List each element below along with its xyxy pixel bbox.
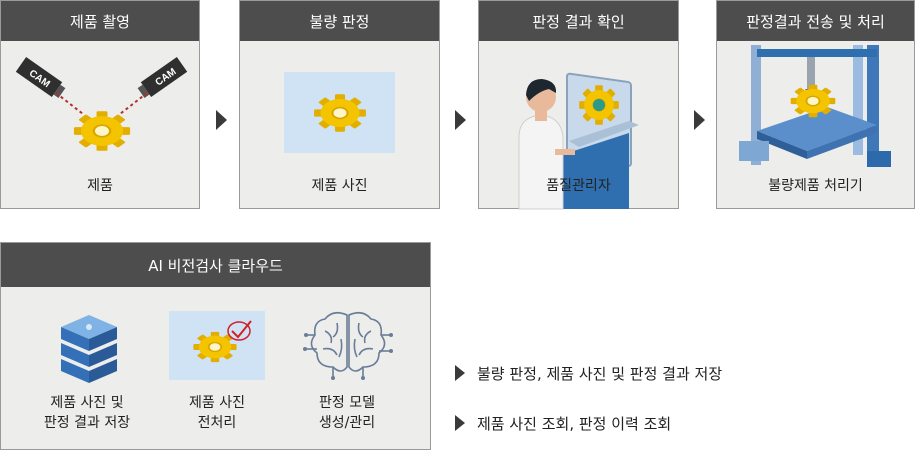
step-2-caption: 제품 사진 (311, 178, 368, 194)
step-3-caption: 품질관리자 (546, 178, 611, 194)
step-1-title: 제품 촬영 (1, 1, 199, 41)
gear-icon (73, 111, 131, 151)
cloud-item-2-line2: 전처리 (197, 415, 237, 431)
arrow-right-icon (216, 110, 227, 130)
note-2: 제품 사진 조회, 판정 이력 조회 (477, 415, 672, 433)
arrow-right-icon (455, 110, 466, 130)
server-icon (61, 315, 117, 383)
defect-handler-machine-illustration (739, 45, 891, 167)
camera-right-icon: CAM (137, 57, 188, 98)
cloud-item-3-caption: 판정 모델 생성/관리 (281, 393, 413, 433)
step-4-panel: 판정결과 전송 및 처리 불량제품 처리기 (716, 0, 915, 209)
cloud-item-3-line1: 판정 모델 (319, 395, 375, 411)
cloud-item-1-line1: 제품 사진 및 (50, 395, 124, 411)
ai-vision-cloud-panel: AI 비전검사 클라우드 제품 사진 및 판정 결과 저장 제품 사진 전처리 (0, 242, 431, 450)
step-2-title: 불량 판정 (240, 1, 439, 41)
bullet-arrow-icon (455, 415, 465, 431)
note-1: 불량 판정, 제품 사진 및 판정 결과 저장 (477, 365, 723, 383)
gear-check-icon (193, 320, 252, 363)
gear-icon (314, 94, 366, 132)
step-4-title: 판정결과 전송 및 처리 (717, 1, 914, 41)
camera-left-icon: CAM (15, 57, 66, 98)
brain-icon (303, 311, 393, 380)
cloud-item-1-caption: 제품 사진 및 판정 결과 저장 (21, 393, 153, 433)
cloud-item-2-line1: 제품 사진 (189, 395, 245, 411)
person-icon (518, 79, 575, 210)
cloud-item-1-line2: 판정 결과 저장 (43, 415, 131, 431)
step-3-panel: 판정 결과 확인 품질관리자 (478, 0, 679, 210)
arrow-right-icon (694, 110, 705, 130)
bullet-arrow-icon (455, 365, 465, 381)
step-1-panel: 제품 촬영 CAM CAM 제품 (0, 0, 200, 209)
gear-icon (790, 84, 836, 118)
cloud-title: AI 비전검사 클라우드 (1, 243, 430, 287)
step-4-caption: 불량제품 처리기 (768, 178, 863, 194)
step-2-panel: 불량 판정 제품 사진 (239, 0, 440, 209)
camera-product-illustration: CAM CAM (15, 57, 188, 151)
step-1-caption: 제품 (87, 178, 113, 194)
quality-manager-illustration (518, 72, 639, 210)
cloud-item-3-line2: 생성/관리 (318, 415, 376, 431)
step-3-title: 판정 결과 확인 (479, 1, 678, 41)
cloud-item-2-caption: 제품 사진 전처리 (151, 393, 283, 433)
